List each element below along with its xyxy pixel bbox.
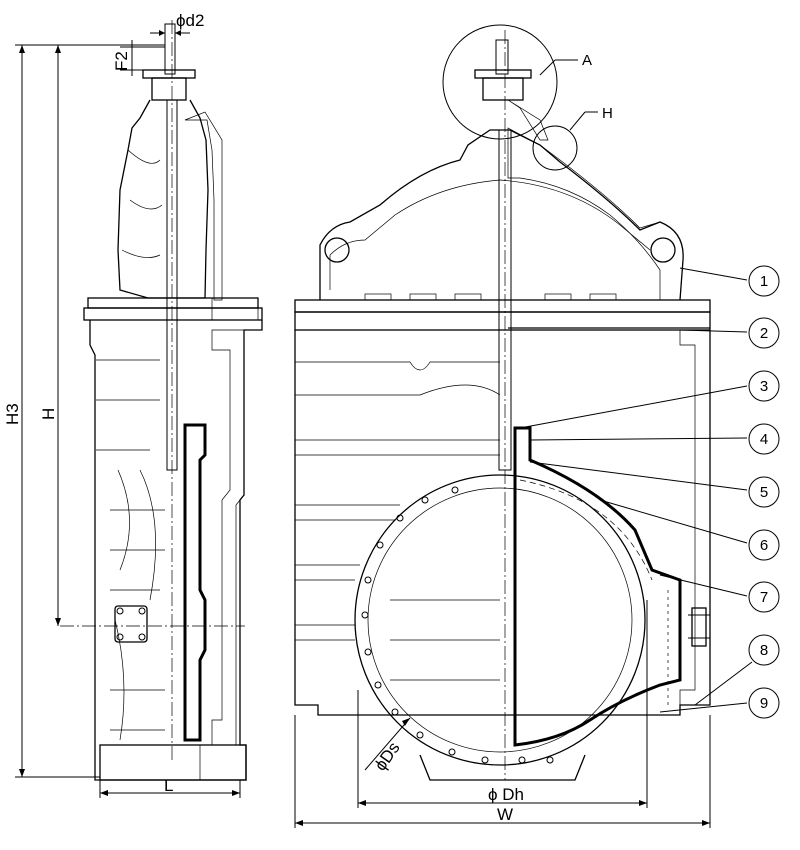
callout-4: 4 [760,431,768,448]
flange-bolt-holes [361,486,554,764]
callouts [519,59,780,719]
callout-8: 8 [760,642,768,659]
side-view [60,20,263,781]
detail-a-circle [442,24,558,140]
callout-6: 6 [760,537,768,554]
detail-h-circle [532,125,578,171]
callout-2: 2 [760,325,768,342]
front-view [294,24,711,781]
dimension-h-label: H [39,408,58,420]
callout-5: 5 [760,484,768,501]
detail-h-label: H [602,105,613,122]
front-view-dimensions [294,600,711,828]
dimension-f2-label: F2 [112,51,131,71]
dimension-ds-label: ϕDs [371,739,404,775]
callout-1: 1 [760,273,768,290]
dimension-w-label: W [497,805,513,824]
dimension-d2-label: ϕd2 [176,11,204,30]
callout-3: 3 [760,378,768,395]
side-view-dimensions [15,30,241,798]
dimension-dh-label: ϕ Dh [488,785,524,804]
detail-a-label: A [582,52,592,69]
callout-9: 9 [760,695,768,712]
callout-7: 7 [760,589,768,606]
dimension-l-label: L [164,776,173,795]
dimension-h3-label: H3 [3,403,22,425]
